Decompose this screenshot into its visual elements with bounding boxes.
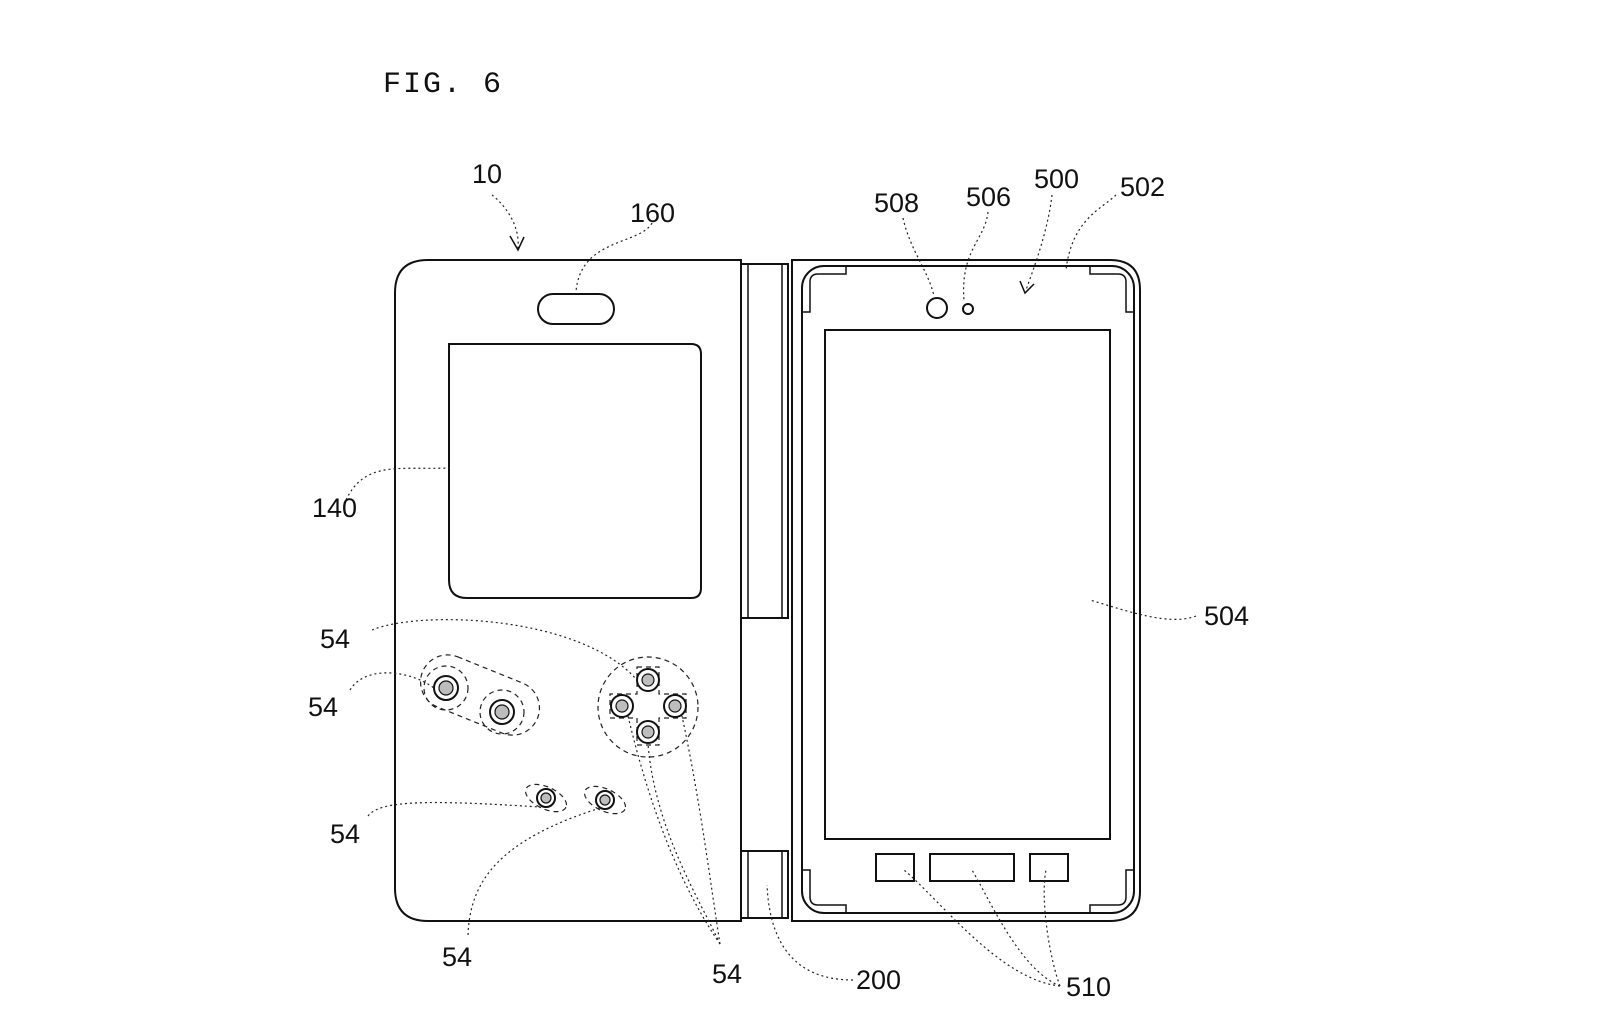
- camera-508: [926, 297, 948, 319]
- leader-500: [1025, 194, 1053, 291]
- leader-54-select: [367, 801, 541, 817]
- leader-510-center: [971, 869, 1061, 987]
- phone-case: [791, 259, 1141, 922]
- leader-54-dpad-right: [681, 715, 721, 945]
- leader-508: [902, 217, 935, 297]
- phone-key-right: [1029, 853, 1069, 882]
- ab-button-area-a: [423, 665, 469, 711]
- label-54-bottom-right: 54: [712, 959, 742, 989]
- label-140: 140: [312, 493, 357, 523]
- leader-lines: [345, 194, 1197, 987]
- leader-506: [962, 211, 989, 302]
- screen-504: [824, 329, 1111, 840]
- leader-54-start: [467, 807, 601, 936]
- start-area: [583, 785, 627, 815]
- label-54-bottom: 54: [442, 942, 472, 972]
- label-160: 160: [630, 198, 675, 228]
- dpad-cross: [609, 666, 687, 746]
- corner-holder-tr: [1089, 266, 1134, 313]
- ab-button-area-b: [479, 689, 525, 735]
- label-10: 10: [472, 159, 502, 189]
- ab-button-area: [419, 654, 541, 736]
- corner-holder-bl: [802, 869, 847, 913]
- leader-504: [1089, 599, 1197, 620]
- phone-key-center: [929, 853, 1015, 882]
- select-area: [524, 783, 568, 813]
- phone-key-left: [875, 853, 915, 882]
- controller-case: [394, 259, 742, 922]
- sensor-506: [962, 303, 974, 315]
- button-b-inner: [494, 704, 510, 720]
- label-506: 506: [966, 182, 1011, 212]
- hinge-bottom: [741, 850, 789, 919]
- case-right-body: [791, 259, 1141, 922]
- leader-510-left: [903, 869, 1061, 987]
- label-54-bottom-left: 54: [330, 819, 360, 849]
- corner-holder-br: [1089, 869, 1134, 913]
- hinge-200: [741, 263, 789, 919]
- label-200: 200: [856, 965, 901, 995]
- figure-title: FIG. 6: [383, 68, 503, 102]
- leader-140: [345, 467, 451, 501]
- slot-160: [537, 293, 615, 325]
- reference-numerals: 10 160 140 54 54 54 54 54 200 508 506 50…: [308, 159, 1249, 1002]
- case-left-body: [394, 259, 742, 922]
- leader-54-dpad-down: [647, 743, 721, 945]
- leader-160: [575, 222, 653, 293]
- dpad-area: [597, 656, 699, 758]
- label-500: 500: [1034, 164, 1079, 194]
- label-54-top: 54: [320, 624, 350, 654]
- leader-54-dpad-left: [627, 715, 721, 945]
- window-140: [448, 343, 702, 599]
- dpad-down-inner: [641, 725, 655, 739]
- leader-502: [1065, 194, 1117, 271]
- label-510: 510: [1066, 972, 1111, 1002]
- label-54-left: 54: [308, 692, 338, 722]
- leader-54-dpad: [371, 619, 638, 681]
- label-508: 508: [874, 188, 919, 218]
- button-start-inner: [599, 794, 611, 806]
- hinge-top: [741, 263, 789, 619]
- arrow-10: [509, 235, 525, 252]
- dpad-up-inner: [641, 673, 655, 687]
- phone-500: [801, 265, 1135, 914]
- dpad-left-inner: [615, 699, 629, 713]
- leader-10: [491, 194, 519, 249]
- dpad-right-inner: [668, 699, 682, 713]
- button-select-inner: [540, 792, 552, 804]
- corner-holder-tl: [802, 266, 847, 313]
- label-504: 504: [1204, 601, 1249, 631]
- label-502: 502: [1120, 172, 1165, 202]
- arrow-500: [1019, 280, 1035, 295]
- button-a-inner: [438, 680, 454, 696]
- leader-510-right: [1043, 869, 1061, 987]
